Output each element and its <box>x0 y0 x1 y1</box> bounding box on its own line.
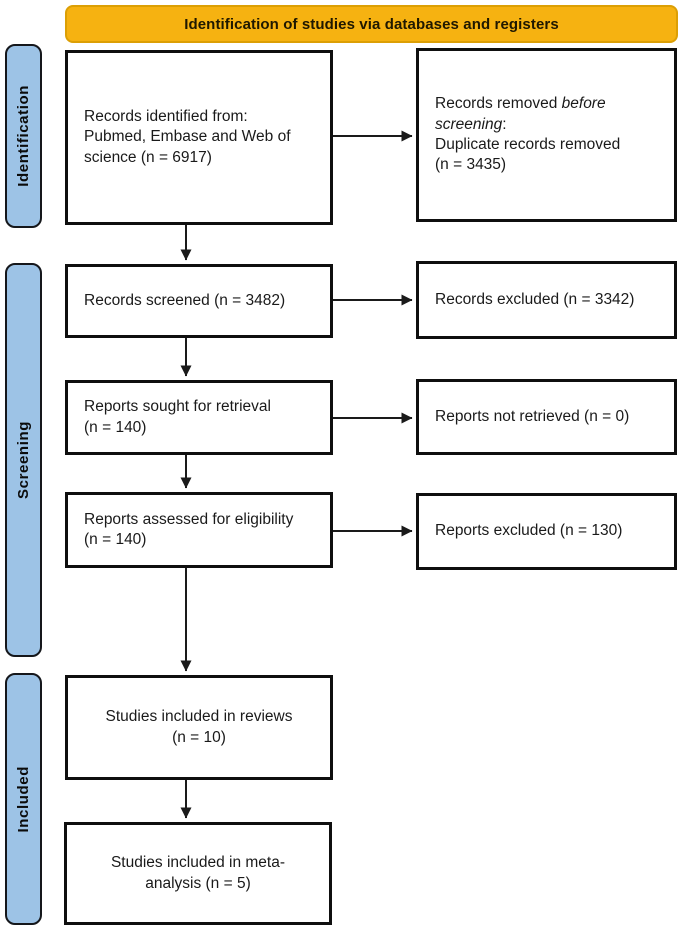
box-studies-included-reviews: Studies included in reviews (n = 10) <box>65 675 333 780</box>
stage-label-screening: Screening <box>15 421 32 499</box>
box-reports-sought: Reports sought for retrieval (n = 140) <box>65 380 333 455</box>
box-reports-assessed-text: Reports assessed for eligibility (n = 14… <box>84 510 294 548</box>
box-reports-assessed: Reports assessed for eligibility (n = 14… <box>65 492 333 568</box>
box-reports-not-retrieved-text: Reports not retrieved (n = 0) <box>435 407 630 425</box>
box-studies-included-reviews-text: Studies included in reviews (n = 10) <box>105 708 293 746</box>
box-records-excluded-text: Records excluded (n = 3342) <box>435 290 635 308</box>
box-reports-excluded-text: Reports excluded (n = 130) <box>435 522 623 540</box>
stage-label-included: Included <box>15 765 32 833</box>
box-reports-sought-text: Reports sought for retrieval (n = 140) <box>84 398 271 436</box>
box-records-screened: Records screened (n = 3482) <box>65 264 333 338</box>
box-studies-included-meta-text: Studies included in meta- analysis (n = … <box>110 854 286 892</box>
stage-bar-screening: Screening <box>5 263 42 657</box>
box-records-identified: Records identified from: Pubmed, Embase … <box>65 50 333 225</box>
box-reports-not-retrieved: Reports not retrieved (n = 0) <box>416 379 677 455</box>
stage-label-identification: Identification <box>15 85 32 187</box>
box-records-excluded: Records excluded (n = 3342) <box>416 261 677 339</box>
banner-databases-registers: Identification of studies via databases … <box>65 5 678 43</box>
stage-bar-included: Included <box>5 673 42 925</box>
box-records-identified-text: Records identified from: Pubmed, Embase … <box>84 107 291 166</box>
box-studies-included-meta: Studies included in meta- analysis (n = … <box>64 822 332 925</box>
box-records-screened-text: Records screened (n = 3482) <box>84 291 286 309</box>
box-reports-excluded: Reports excluded (n = 130) <box>416 493 677 570</box>
banner-title: Identification of studies via databases … <box>184 15 559 33</box>
stage-bar-identification: Identification <box>5 44 42 228</box>
